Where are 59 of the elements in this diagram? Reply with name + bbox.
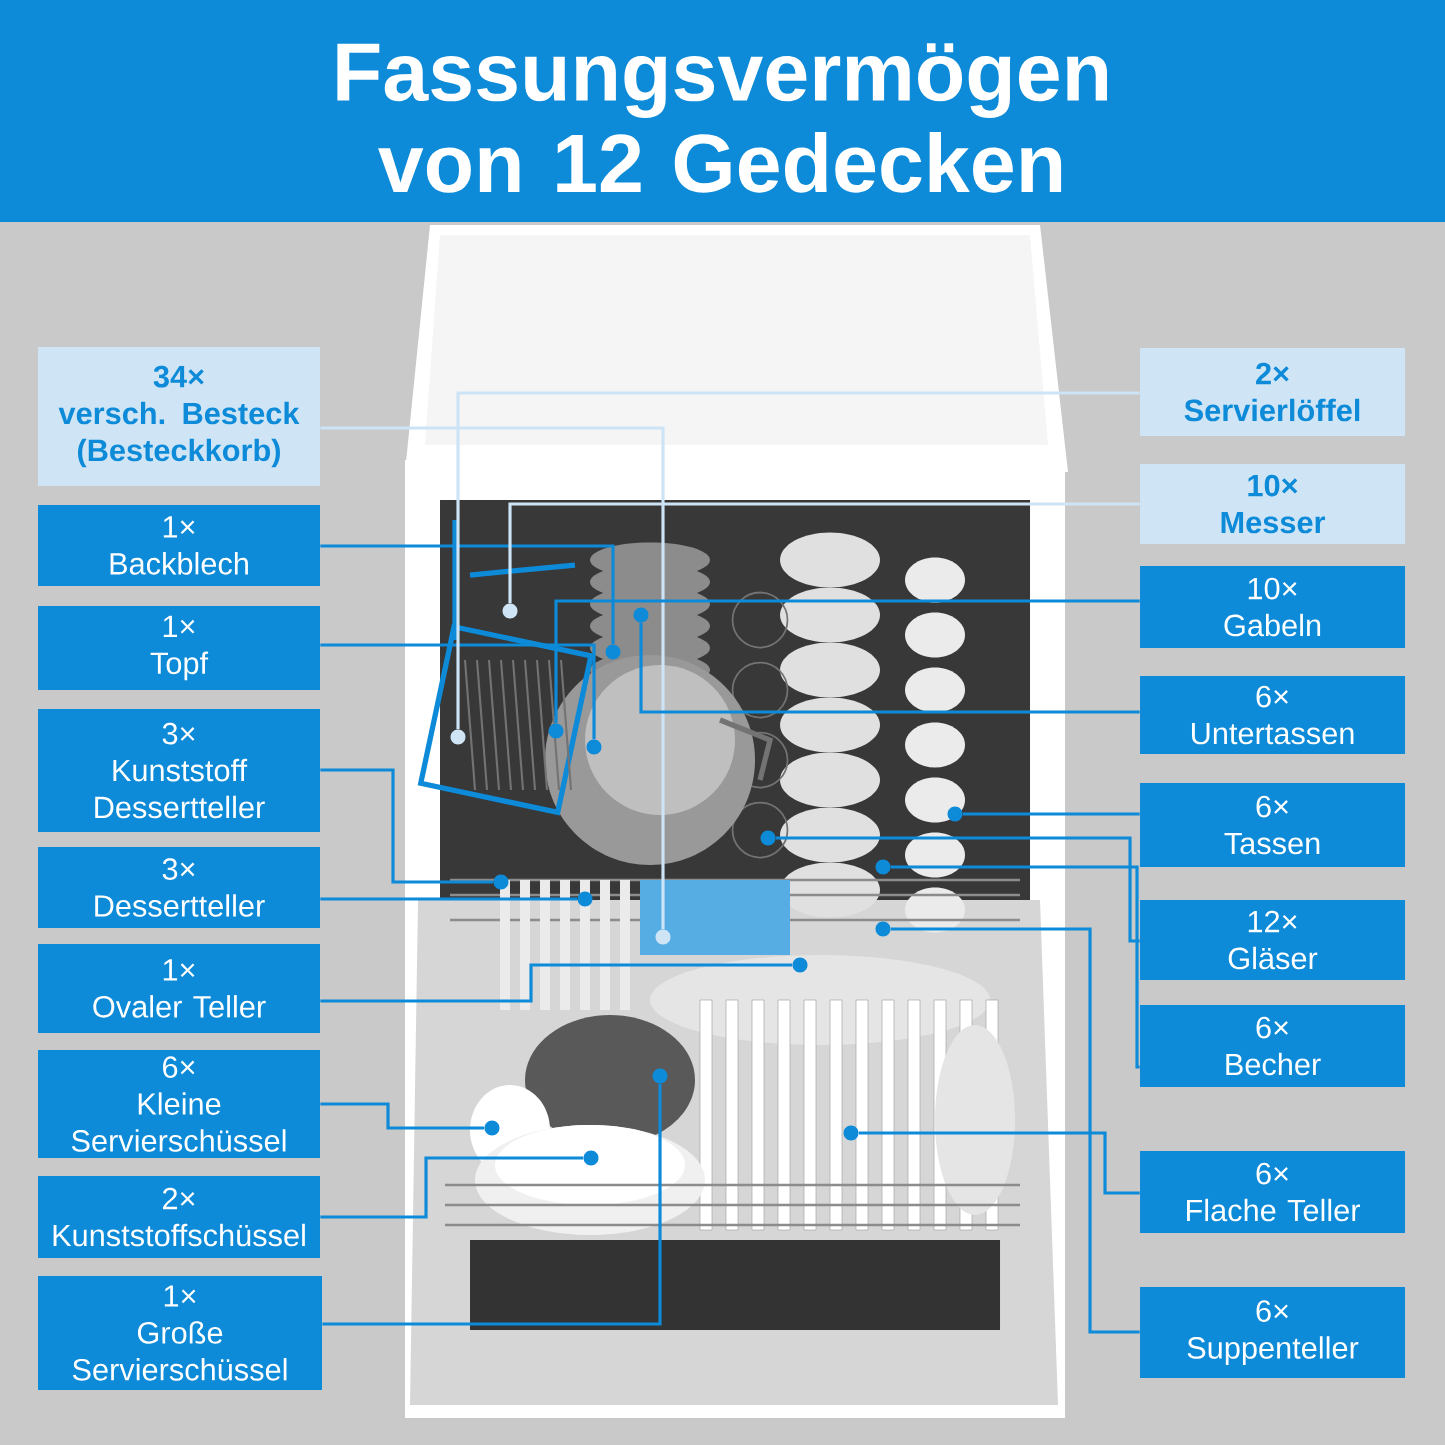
leader-line (320, 768, 494, 884)
leader-line (890, 865, 1141, 1069)
label-box: 10× Gabeln (1140, 566, 1405, 648)
marker-dot (583, 1150, 599, 1166)
marker-dot (655, 929, 671, 945)
node-label: 6× (1256, 1016, 1288, 1039)
marker-dot (577, 891, 593, 907)
label-box: 34× versch. Besteck (Besteckkorb) (38, 347, 320, 486)
leader-line (320, 544, 615, 645)
marker-dot (484, 1120, 500, 1136)
label-box: 6× Kleine Servierschüssel (38, 1050, 320, 1158)
leader-line (320, 897, 578, 901)
marker-dot (633, 607, 649, 623)
leader-line (890, 927, 1140, 1334)
leader-line (554, 599, 1140, 724)
label-box: 1× Topf (38, 606, 320, 690)
node-label: Gläser (1228, 946, 1318, 970)
leader-line (320, 643, 596, 740)
marker-dot (450, 729, 466, 745)
label-box: 6× Untertassen (1140, 676, 1405, 754)
leader-line (320, 1156, 584, 1219)
leader-line (320, 963, 793, 1003)
marker-dot (875, 859, 891, 875)
marker-dot (760, 830, 776, 846)
leader-line (320, 1102, 485, 1130)
label-box: 3× Dessertteller (38, 847, 320, 928)
label-box: 1× Ovaler Teller (38, 944, 320, 1033)
marker-dot (652, 1068, 668, 1084)
leader-line (508, 502, 1140, 604)
label-box: 10× Messer (1140, 464, 1405, 544)
label-box: 2× Servierlöffel (1140, 348, 1405, 436)
leader-line (775, 836, 1140, 943)
marker-dot (493, 874, 509, 890)
label-box: 6× Flache Teller (1140, 1151, 1405, 1233)
title: Fassungsvermögen von 12 Gedecken (337, 43, 1107, 193)
node-label: Becher (1226, 1052, 1321, 1076)
leader-line (456, 391, 1140, 730)
label-box: 6× Becher (1140, 1005, 1405, 1087)
label-box: 2× Kunststoffschüssel (38, 1176, 320, 1258)
marker-dot (843, 1125, 859, 1141)
label-box: 6× Tassen (1140, 783, 1405, 867)
leader-line (322, 1083, 662, 1326)
marker-dot (605, 644, 621, 660)
label-box: 1× Große Servierschüssel (38, 1276, 322, 1390)
marker-dot (947, 806, 963, 822)
label-box: 1× Backblech (38, 505, 320, 586)
marker-dot (502, 603, 518, 619)
leader-line (320, 426, 665, 930)
label-box: 6× Suppenteller (1140, 1287, 1405, 1378)
marker-dot (792, 957, 808, 973)
marker-dot (875, 921, 891, 937)
marker-dot (586, 739, 602, 755)
marker-dot (548, 723, 564, 739)
label-box: 12× Gläser (1140, 900, 1405, 980)
leader-line (639, 622, 1140, 714)
node-label: 12× (1248, 910, 1297, 933)
leader-line (962, 812, 1140, 816)
label-box: 3× Kunststoff Dessertteller (38, 709, 320, 832)
leader-line (858, 1131, 1140, 1195)
